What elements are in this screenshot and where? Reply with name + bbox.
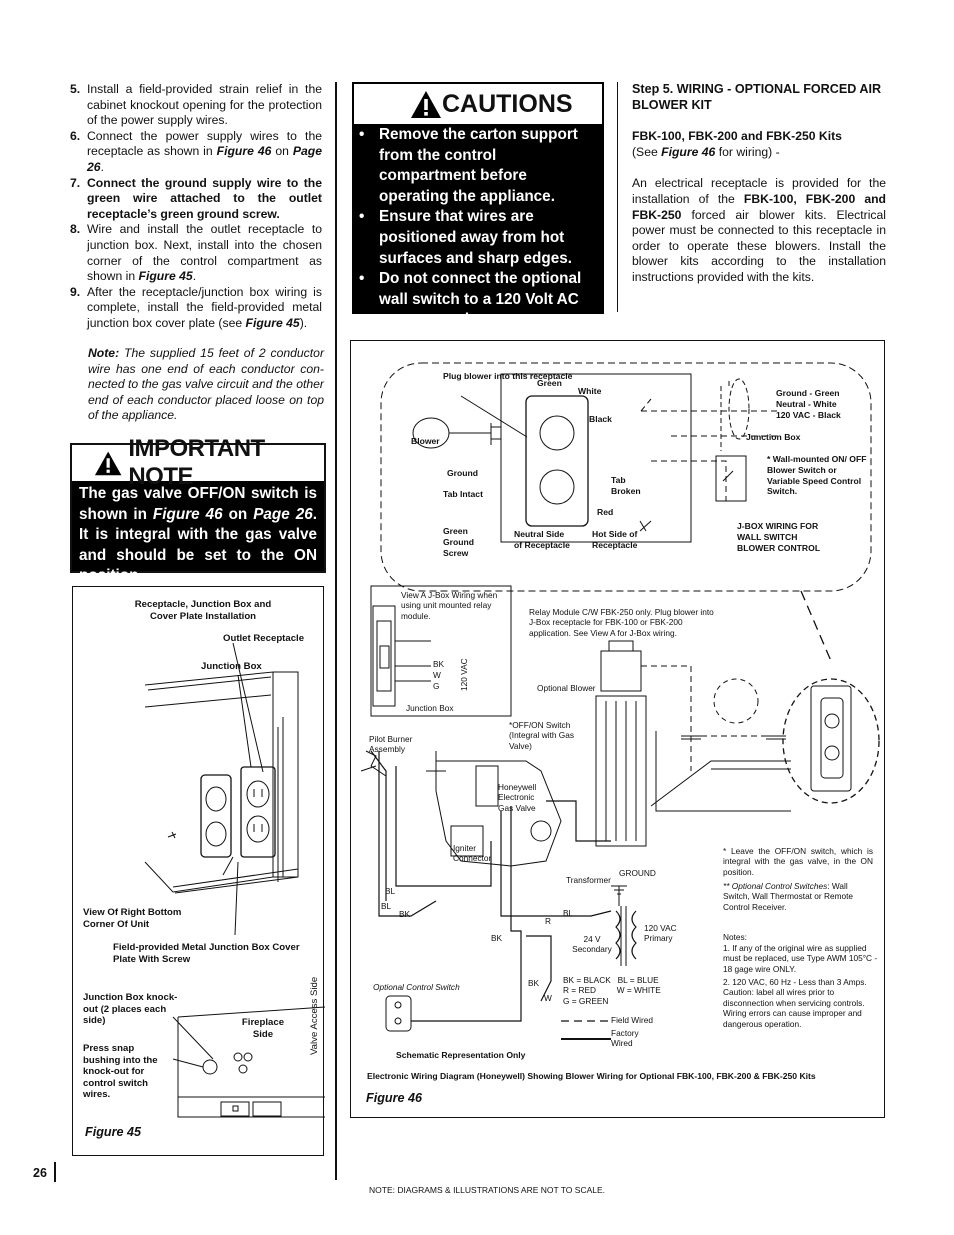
- ground-symbol-label: GROUND: [619, 868, 656, 878]
- figure-46: Plug blower into this receptacle Blower …: [350, 340, 885, 1118]
- optional-switch-label: Optional Control Switch: [373, 982, 460, 992]
- secondary-label: 24 V Secondary: [572, 934, 612, 955]
- bl-label: BL: [381, 901, 392, 911]
- figure-45-illustration: [144, 642, 325, 1118]
- tab-intact-label: Tab Intact: [443, 489, 483, 499]
- bk-label: BK: [491, 933, 503, 943]
- cautions-box: CAUTIONS •Remove the carton support from…: [352, 82, 604, 328]
- caution-item: •Do not connect the optional wall switch…: [359, 270, 582, 329]
- green-wire-label: Green: [537, 378, 562, 388]
- junction-box-label: Junction Box: [201, 661, 262, 672]
- step5-paragraph: An electrical receptacle is provided for…: [632, 176, 886, 284]
- jbox-wiring-label: J-BOX WIRING FOR WALL SWITCH BLOWER CONT…: [737, 521, 821, 553]
- cover-plate-label: Field-provided Metal Junction Box Cover …: [113, 942, 300, 965]
- black-wire-label: Black: [589, 414, 612, 424]
- valve-side-label: Valve Access Side: [309, 976, 320, 1055]
- w-label: W: [433, 670, 441, 680]
- step5-subheading: FBK-100, FBK-200 and FBK-250 Kits: [632, 129, 842, 144]
- neutral-side-label: Neutral Side of Receptacle: [514, 529, 570, 550]
- figure-45: Receptacle, Junction Box and Cover Plate…: [72, 586, 325, 1156]
- transformer-label: Transformer: [566, 875, 611, 885]
- red-wire-label: Red: [597, 507, 614, 517]
- note-2: 2. 120 VAC, 60 Hz - Less than 3 Amps. Ca…: [723, 977, 867, 1029]
- schematic-label: Schematic Representation Only: [396, 1050, 526, 1060]
- g-label: G: [433, 681, 440, 691]
- tab-broken-label: Tab Broken: [611, 475, 641, 496]
- bushing-label: Press snap bushing into the knock-out fo…: [83, 1043, 158, 1100]
- star2-note: ** Optional Control Switches: Wall Switc…: [723, 881, 854, 912]
- primary-label: 120 VAC Primary: [644, 923, 677, 944]
- junction-box-label: Junction Box: [746, 432, 801, 442]
- optional-blower-label: Optional Blower: [537, 683, 596, 693]
- bk-label: BK: [433, 659, 445, 669]
- step5-heading: Step 5. WIRING - OPTIONAL FORCED AIR BLO…: [632, 82, 882, 112]
- warning-icon: [94, 451, 122, 476]
- field-wired-label: Field Wired: [611, 1015, 653, 1025]
- white-wire-label: White: [578, 386, 602, 396]
- step-8: 8.Wire and install the outlet receptacle…: [70, 222, 322, 284]
- figure-46-caption: Figure 46: [366, 1091, 422, 1105]
- figure-45-title: Receptacle, Junction Box and Cover Plate…: [134, 599, 272, 622]
- green-ground-screw-label: Green Ground Screw: [443, 526, 475, 558]
- star-note: * Leave the OFF/ON switch, which is inte…: [723, 846, 873, 877]
- installation-steps: 5.Install a field-provided strain relief…: [70, 82, 322, 332]
- hot-side-label: Hot Side of Receptacle: [592, 529, 638, 550]
- ground-label: Ground: [447, 468, 479, 478]
- step5-section: Step 5. WIRING - OPTIONAL FORCED AIR BLO…: [632, 82, 886, 286]
- plug-blower-label: Plug blower into this receptacle: [443, 371, 573, 381]
- outlet-receptacle-label: Outlet Receptacle: [223, 633, 305, 644]
- bk-label: BK: [528, 978, 540, 988]
- fireplace-side-label: Fireplace Side: [241, 1017, 285, 1040]
- column-rule: [335, 82, 337, 1180]
- view-label: View Of Right Bottom Corner Of Unit: [83, 907, 182, 930]
- offon-switch-label: *OFF/ON Switch (Integral with Gas Valve): [509, 720, 575, 751]
- color-legend: BK = BLACK BL = BLUE R = RED W = WHITE G…: [563, 975, 661, 1006]
- column-rule: [617, 82, 618, 312]
- gas-valve-label: Honeywell Electronic Gas Valve: [498, 782, 537, 813]
- bl-label: BL: [563, 908, 574, 918]
- page-rule: [54, 1162, 56, 1182]
- step5-see: (See Figure 46 for wiring) -: [632, 144, 780, 159]
- step-6: 6.Connect the power supply wires to the …: [70, 128, 322, 174]
- warning-icon: [411, 91, 441, 118]
- vac-label: 120 VAC: [459, 658, 469, 691]
- cautions-title: CAUTIONS: [442, 89, 573, 118]
- note-1: 1. If any of the original wire as suppli…: [723, 943, 878, 974]
- diagram-title: Electronic Wiring Diagram (Honeywell) Sh…: [367, 1071, 816, 1081]
- caution-item: •Ensure that wires are positioned away f…: [359, 208, 572, 267]
- factory-wired-label: Factory Wired: [611, 1028, 639, 1049]
- bl-label: BL: [385, 886, 396, 896]
- page-number: 26: [33, 1166, 47, 1180]
- w-label: W: [544, 993, 552, 1003]
- wall-switch-label: * Wall-mounted ON/ OFF Blower Switch or …: [767, 454, 867, 497]
- supply-wire-note: Note: The supplied 15 feet of 2 conducto…: [88, 346, 324, 423]
- important-note-title: IMPORTANT NOTE: [128, 435, 265, 490]
- step-5: 5.Install a field-provided strain relief…: [70, 82, 322, 128]
- relay-module-label: Relay Module C/W FBK-250 only. Plug blow…: [529, 607, 714, 638]
- cautions-list: •Remove the carton support from the cont…: [352, 125, 604, 331]
- important-note-header: IMPORTANT NOTE: [72, 435, 324, 490]
- notes-title: Notes:: [723, 932, 747, 942]
- knockout-label: Junction Box knock-out (2 places each si…: [83, 992, 178, 1026]
- important-note-box: IMPORTANT NOTE The gas valve OFF/ON swit…: [70, 435, 326, 584]
- igniter-label: Igniter Connector: [453, 843, 492, 864]
- pilot-burner-label: Pilot Burner Assembly: [369, 734, 413, 755]
- figure-45-caption: Figure 45: [85, 1125, 141, 1139]
- bk-label: BK: [399, 909, 411, 919]
- view-a-jbox-label: Junction Box: [406, 703, 454, 713]
- caution-item: •Remove the carton support from the cont…: [359, 126, 578, 205]
- step-7: 7.Connect the ground supply wire to the …: [70, 175, 322, 221]
- step-9: 9.After the receptacle/junction box wiri…: [70, 284, 322, 330]
- supply-wires-label: Ground - Green Neutral - White 120 VAC -…: [776, 388, 841, 420]
- r-label: R: [545, 916, 551, 926]
- blower-label: Blower: [411, 436, 440, 446]
- important-note-body: The gas valve OFF/ON switch is shown in …: [72, 481, 324, 584]
- cautions-header: CAUTIONS: [354, 84, 602, 124]
- wiring-diagram: [360, 362, 880, 1040]
- view-a-label: View A J-Box Wiring when using unit moun…: [401, 590, 498, 621]
- scale-note: NOTE: DIAGRAMS & ILLUSTRATIONS ARE NOT T…: [369, 1185, 606, 1195]
